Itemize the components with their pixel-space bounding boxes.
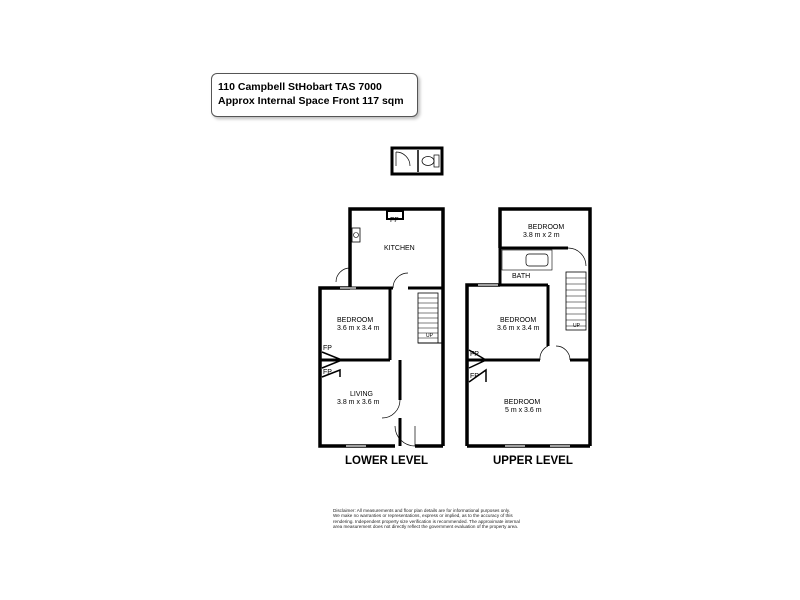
disclaimer-line: We make no warranties or representations… bbox=[333, 513, 513, 519]
up-label-lower: UP bbox=[426, 333, 434, 339]
upper-level-plan bbox=[465, 207, 592, 448]
upper-bedroom-top-label: BEDROOM bbox=[528, 224, 564, 231]
living-label: LIVING bbox=[350, 391, 373, 398]
living-size: 3.8 m x 3.6 m bbox=[337, 399, 380, 406]
bath-label: BATH bbox=[512, 273, 530, 280]
fp-label-lower-bedroom: FP bbox=[323, 345, 332, 352]
lower-level-plan bbox=[318, 207, 445, 448]
area-text: Approx Internal Space Front 117 sqm bbox=[218, 95, 404, 107]
fp-label-upper-mid: FP bbox=[470, 351, 479, 358]
upper-bedroom-mid-label: BEDROOM bbox=[500, 317, 536, 324]
toilet-cistern-icon bbox=[433, 154, 440, 168]
fp-label-living: FP bbox=[323, 369, 332, 376]
disclaimer-line: Disclaimer: All measurements and floor p… bbox=[333, 508, 511, 513]
toilet-icon bbox=[421, 156, 435, 166]
fp-label-kitchen: FP bbox=[390, 217, 399, 224]
disclaimer-line: area measurement does not directly refle… bbox=[333, 524, 519, 530]
upper-level-title: UPPER LEVEL bbox=[493, 455, 573, 467]
address-text: 110 Campbell StHobart TAS 7000 bbox=[218, 81, 382, 93]
upper-bedroom-mid-size: 3.6 m x 3.4 m bbox=[497, 325, 540, 332]
bathtub-icon bbox=[525, 253, 549, 267]
disclaimer: Disclaimer: All measurements and floor p… bbox=[333, 508, 545, 530]
upper-bedroom-main-label: BEDROOM bbox=[504, 399, 540, 406]
lower-bedroom-label: BEDROOM bbox=[337, 317, 373, 324]
address-box: 110 Campbell StHobart TAS 7000 Approx In… bbox=[211, 73, 418, 117]
upper-bedroom-main-size: 5 m x 3.6 m bbox=[505, 407, 542, 414]
lower-level-title: LOWER LEVEL bbox=[345, 455, 428, 467]
kitchen-label: KITCHEN bbox=[384, 245, 415, 252]
fp-label-upper-main: FP bbox=[470, 373, 479, 380]
up-label-upper: UP bbox=[573, 323, 581, 329]
disclaimer-line: rendering. Independent property size ver… bbox=[333, 518, 520, 524]
upper-bedroom-top-size: 3.8 m x 2 m bbox=[523, 232, 560, 239]
wc-block bbox=[390, 146, 444, 176]
lower-bedroom-size: 3.6 m x 3.4 m bbox=[337, 325, 380, 332]
